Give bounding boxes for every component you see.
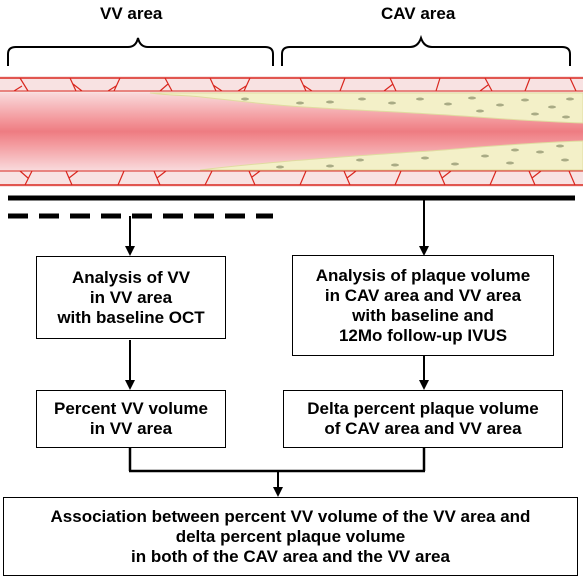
analysis-plaque-box: Analysis of plaque volume in CAV area an… xyxy=(292,255,554,356)
box-line: in VV area xyxy=(89,287,173,307)
box-line: delta percent plaque volume xyxy=(175,526,406,546)
vv-area-label: VV area xyxy=(100,4,163,23)
merge-connector xyxy=(128,448,426,473)
association-box: Association between percent VV volume of… xyxy=(3,497,578,576)
box-line: with baseline and xyxy=(352,305,494,325)
box-line: in CAV area and VV area xyxy=(324,285,522,305)
percent-vv-box: Percent VV volume in VV area xyxy=(36,390,226,448)
plaque-bottom xyxy=(199,140,583,171)
plaque-top xyxy=(149,92,583,124)
box-line: Analysis of VV xyxy=(71,267,191,287)
box-line: Percent VV volume xyxy=(53,399,208,418)
box-line: Analysis of plaque volume xyxy=(315,265,531,285)
cav-area-bracket xyxy=(281,34,571,66)
box-line: in VV area xyxy=(89,419,173,438)
box-line: in both of the CAV area and the VV area xyxy=(131,546,450,566)
box-line: of CAV area and VV area xyxy=(324,419,522,438)
box-line: 12Mo follow-up IVUS xyxy=(338,325,508,345)
box-line: Delta percent plaque volume xyxy=(307,399,539,418)
vv-area-bracket xyxy=(7,37,274,66)
box-line: Association between percent VV volume of… xyxy=(50,506,531,526)
analysis-vv-box: Analysis of VV in VV area with baseline … xyxy=(36,256,226,339)
cav-area-label: CAV area xyxy=(381,4,456,23)
box-line: with baseline OCT xyxy=(57,307,205,327)
delta-plaque-box: Delta percent plaque volume of CAV area … xyxy=(283,390,563,448)
vessel-illustration xyxy=(0,76,583,187)
